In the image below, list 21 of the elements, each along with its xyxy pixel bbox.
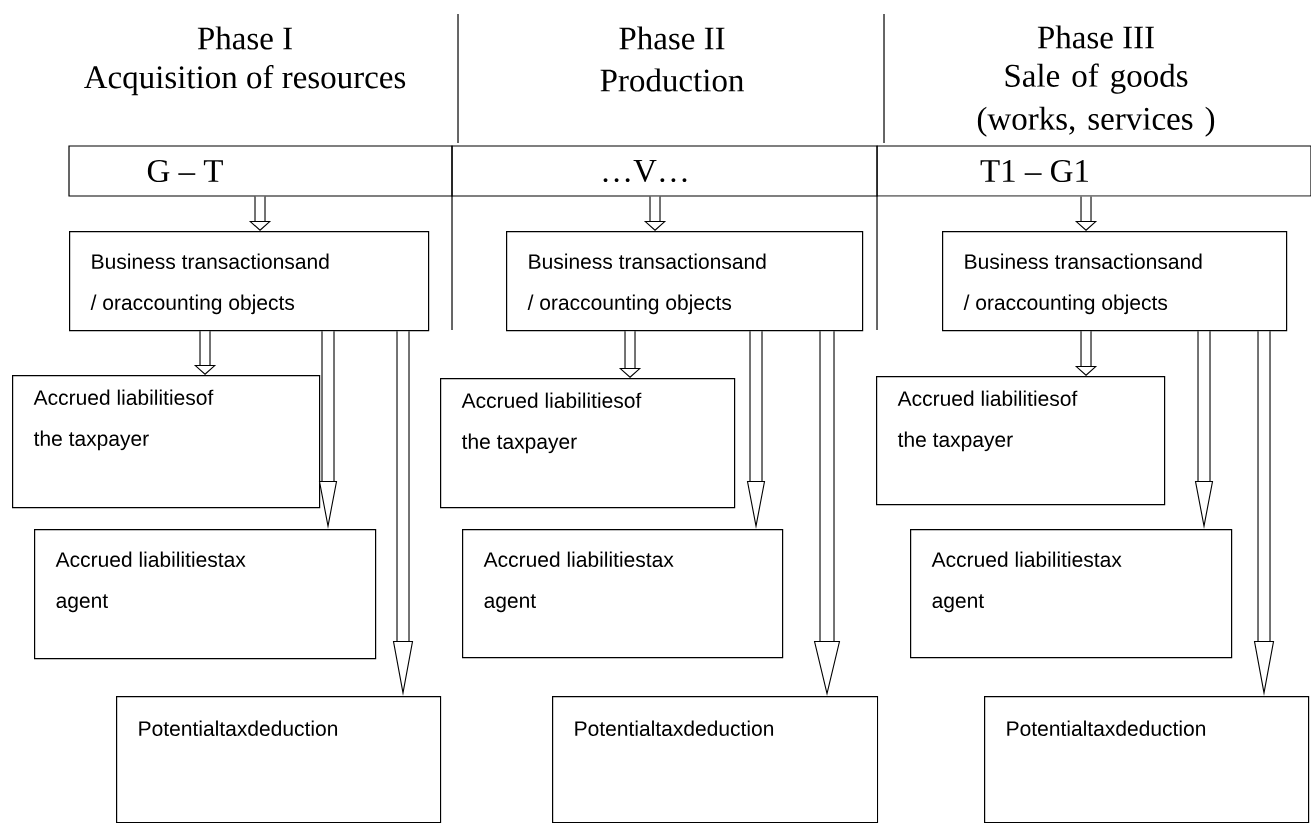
heading-text: Phase III — [1037, 25, 1154, 49]
process-box: Business transactionsand / oraccounting objects — [942, 231, 1288, 332]
table-cell: …V… — [451, 145, 878, 197]
table-cell: G – T — [68, 145, 453, 197]
table-cell: T1 – G1 — [876, 145, 1311, 197]
process-box: Accrued liabilitiesof the taxpayer — [876, 376, 1166, 506]
process-box: Accrued liabilitiestax agent — [910, 529, 1233, 659]
process-box: Potentialtaxdeduction — [552, 696, 879, 823]
heading-text: Acquisition of resources — [84, 64, 406, 96]
process-box: Accrued liabilitiesof the taxpayer — [440, 378, 736, 509]
process-box: Business transactionsand / oraccounting objects — [69, 231, 430, 332]
process-box: Accrued liabilitiesof the taxpayer — [12, 375, 321, 509]
heading-text: Sale of goods (works, services ) — [977, 63, 1215, 137]
heading-text: Phase II — [619, 26, 725, 50]
heading-text: Production — [600, 68, 744, 92]
process-box: Accrued liabilitiestax agent — [462, 529, 784, 659]
process-box: Potentialtaxdeduction — [984, 696, 1310, 823]
process-box: Accrued liabilitiestax agent — [34, 529, 377, 660]
process-box: Potentialtaxdeduction — [116, 696, 442, 823]
process-box: Business transactionsand / oraccounting objects — [506, 231, 864, 332]
heading-text: Phase I — [197, 26, 292, 50]
